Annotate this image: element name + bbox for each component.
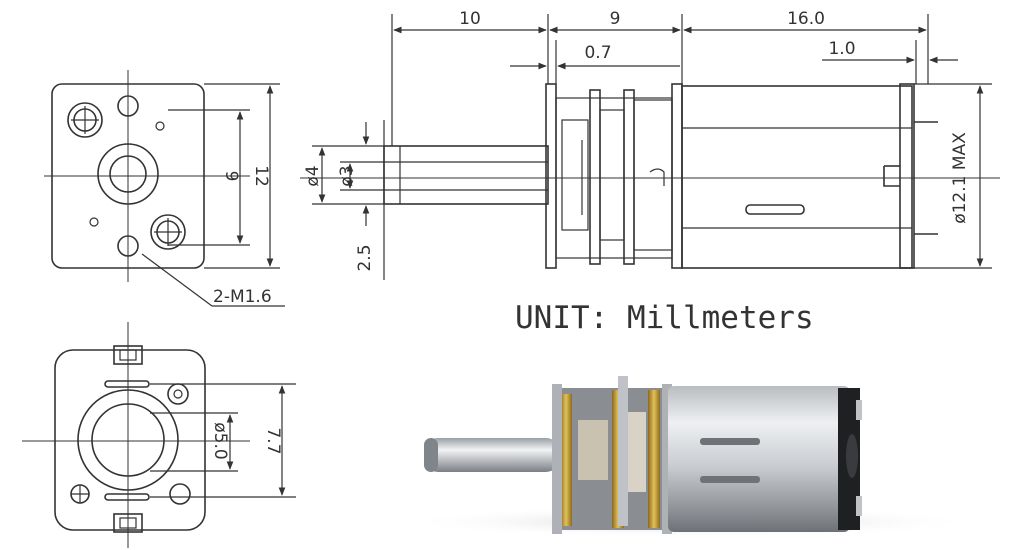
dim-outer-label: 12 [251, 165, 271, 187]
dim-end-label: 1.0 [828, 39, 855, 59]
dim-motor-label: 16.0 [787, 9, 825, 29]
dim-inner-label: 9 [221, 171, 241, 182]
screw-thread-label: 2-M1.6 [213, 287, 272, 307]
screw-icon [67, 102, 103, 138]
dim-plate-label: 0.7 [584, 43, 611, 63]
dim-shaft-inner-label: ø3 [337, 165, 357, 186]
dim-height-label: 7.7 [263, 427, 283, 454]
shaft-outline [383, 145, 549, 205]
front-view: 2-M1.6 9 12 [44, 70, 285, 307]
screw-icon [150, 214, 186, 250]
unit-label: UNIT: Millmeters [515, 300, 814, 336]
screw-icon [70, 484, 90, 504]
dim-max-dia-label: ø12.1 MAX [950, 132, 970, 224]
side-view: 10 9 16.0 0.7 1.0 ø4 ø3 2.5 ø12.1 MAX [300, 9, 1000, 280]
dim-flat-label: 2.5 [355, 244, 375, 271]
dim-shaft-len-label: 10 [459, 9, 481, 29]
dim-shaft-outer-label: ø4 [303, 165, 323, 186]
motor-photo [400, 376, 980, 538]
dim-gearbox-label: 9 [610, 9, 621, 29]
dim-shaft-dia-label: ø5.0 [210, 422, 230, 459]
motor-body-outline [681, 85, 913, 269]
rear-view: ø5.0 7.7 [22, 322, 296, 548]
